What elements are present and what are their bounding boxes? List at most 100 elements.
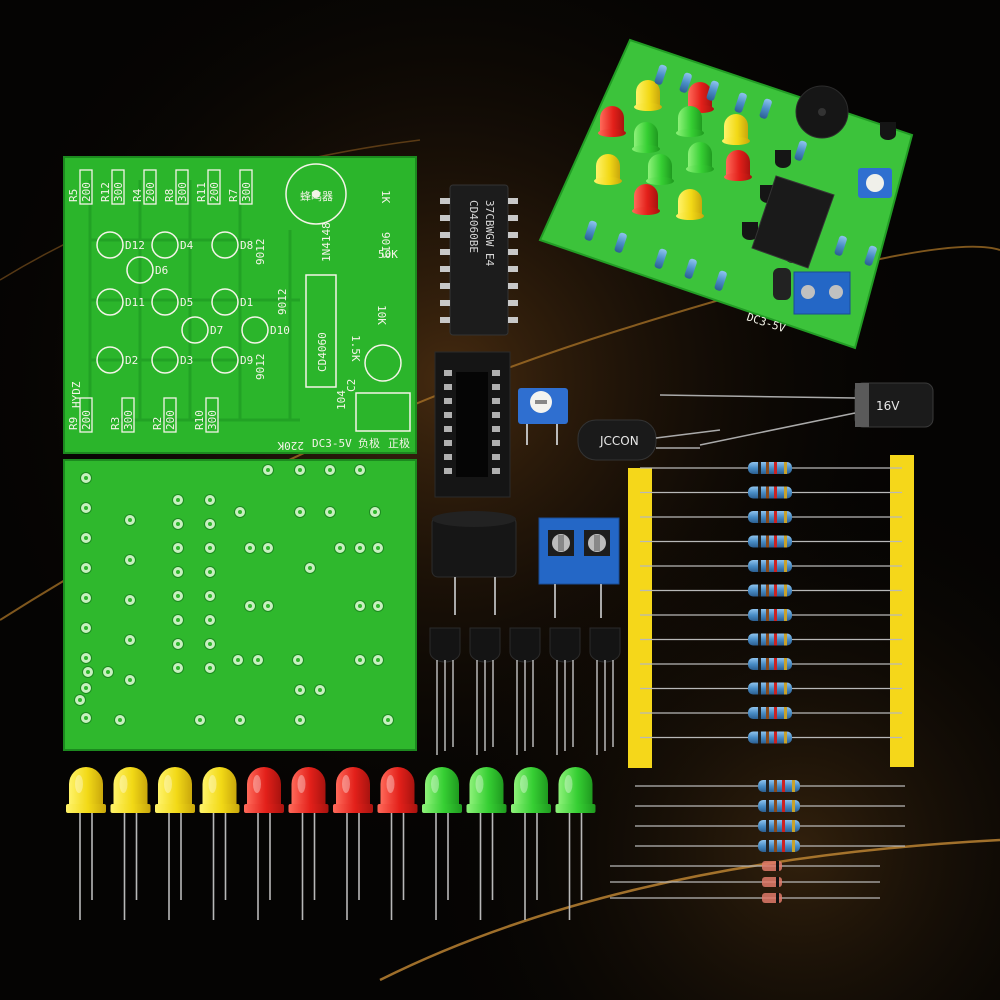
resistor-band (774, 584, 777, 597)
resistor-band (784, 584, 787, 597)
led-rim (66, 804, 106, 813)
assembled-led-rim (632, 145, 660, 153)
cap-voltage: 16V (876, 399, 900, 413)
led (291, 767, 326, 812)
led-rim (155, 804, 195, 813)
resistor-band (766, 707, 769, 719)
assembled-resistor (684, 258, 697, 279)
electrolytic-capacitor: 16V (659, 382, 934, 446)
solder-hole (338, 546, 342, 550)
solder-hole (208, 666, 212, 670)
led-rim (199, 804, 240, 813)
led-highlight (564, 775, 573, 793)
diode-band (776, 861, 779, 871)
led-footprint (241, 316, 269, 344)
solder-hole (208, 498, 212, 502)
resistor-band (758, 731, 761, 744)
led-footprint (211, 346, 239, 374)
solder-hole (298, 688, 302, 692)
assembled-led (634, 184, 658, 210)
solder-hole (176, 666, 180, 670)
assembled-resistor (834, 235, 847, 256)
resistor-band (766, 731, 769, 744)
resistor-band (784, 609, 787, 621)
resistor-band (758, 633, 761, 646)
resistor-value: 300 (240, 182, 253, 202)
resistor-band (766, 462, 769, 474)
resistor-band (766, 609, 769, 621)
resistor-band (784, 731, 787, 744)
resistor-tape (628, 455, 914, 768)
socket-pin (444, 440, 452, 446)
assembled-resistor (864, 245, 877, 266)
resistor-footprint (175, 169, 189, 205)
ic-pin (440, 232, 450, 238)
solder-hole (318, 688, 322, 692)
led-footprint (211, 288, 239, 316)
resistor-band (766, 840, 769, 852)
resistor-band (774, 511, 777, 523)
ic-pin (508, 266, 518, 272)
led-designator: D9 (240, 354, 253, 367)
ic-socket (434, 351, 511, 498)
led-rim (422, 804, 462, 813)
pos-label: 正极 (388, 436, 410, 450)
solder-hole (84, 506, 88, 510)
led (247, 767, 281, 812)
led (469, 767, 504, 812)
resistor-band (758, 682, 761, 695)
led-designator: D3 (180, 354, 193, 367)
solder-hole (308, 566, 312, 570)
assembled-led-rim (722, 137, 750, 145)
assembled-led-rim (634, 103, 662, 111)
resistor-footprint (111, 169, 125, 205)
ic-footprint (305, 274, 337, 388)
resistor-band (774, 658, 777, 670)
solder-hole (386, 718, 390, 722)
ic-pin (440, 266, 450, 272)
ic-marking: CD4060BE (467, 200, 480, 253)
resistor-band (792, 820, 795, 832)
resistor-band (766, 820, 769, 832)
assembled-led-rim (598, 129, 626, 137)
led-footprint (96, 288, 124, 316)
resistor-band (766, 780, 769, 792)
solder-hole (376, 658, 380, 662)
assembled-led (678, 106, 702, 132)
assembled-resistor (759, 98, 772, 119)
diode-band (776, 893, 779, 903)
cap-footprint (364, 344, 402, 382)
socket-pin (444, 384, 452, 390)
solder-hole (238, 510, 242, 514)
assembled-led (636, 80, 660, 106)
resistor-band (766, 535, 769, 548)
assembled-led (596, 154, 620, 180)
resistor-band (792, 840, 795, 852)
resistor-footprint (239, 169, 253, 205)
solder-hole (84, 566, 88, 570)
solder-hole (248, 546, 252, 550)
solder-hole (176, 498, 180, 502)
resistor-band (766, 800, 769, 812)
transistor-label-2: 9012 (276, 289, 289, 316)
resistor-band (758, 462, 761, 474)
solder-hole (298, 510, 302, 514)
led-highlight (297, 775, 306, 793)
solder-hole (296, 658, 300, 662)
socket-pin (444, 398, 452, 404)
assembled-led-rim (594, 177, 622, 185)
led-designator: D8 (240, 239, 253, 252)
resistor-value: 300 (176, 182, 189, 202)
diode-band (776, 877, 779, 887)
brand-label: HYDZ (70, 381, 83, 408)
terminal-block (538, 517, 620, 618)
solder-hole (106, 670, 110, 674)
loose-resistors (610, 780, 905, 903)
resistor-band (774, 535, 777, 548)
resistor-designator: R7 (227, 189, 240, 202)
small-cap-text: JCCON (599, 434, 639, 448)
resistor-band (758, 535, 761, 548)
